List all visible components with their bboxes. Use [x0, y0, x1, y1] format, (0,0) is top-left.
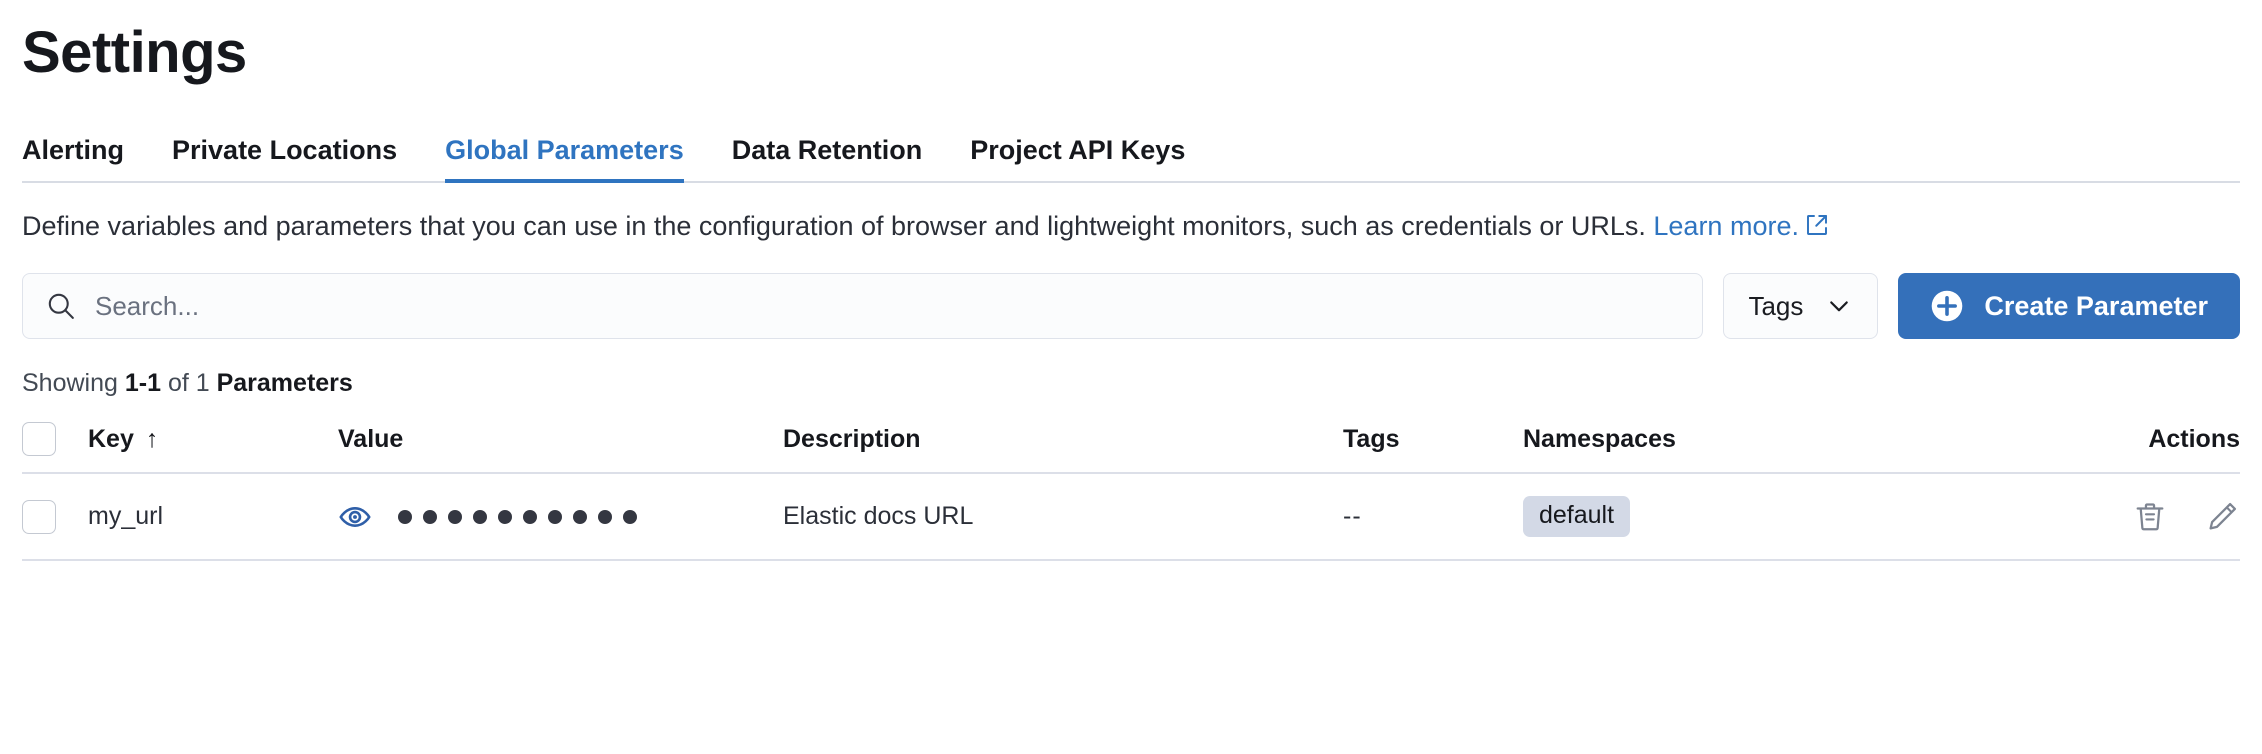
column-select-all: [22, 412, 88, 475]
mask-dot: [398, 509, 412, 524]
mask-dot: [548, 509, 562, 524]
column-actions-label: Actions: [2148, 424, 2240, 453]
showing-prefix: Showing: [22, 369, 125, 398]
mask-dot: [498, 509, 512, 524]
mask-dot: [598, 509, 612, 524]
mask-dot: [423, 509, 437, 524]
row-key-cell: my_url: [88, 473, 338, 562]
mask-dot: [573, 509, 587, 524]
column-tags-label: Tags: [1343, 424, 1400, 453]
page-description: Define variables and parameters that you…: [22, 209, 2240, 246]
mask-dot: [473, 509, 487, 524]
learn-more-link[interactable]: Learn more.: [1653, 211, 1829, 241]
column-description: Description: [783, 412, 1343, 475]
external-link-icon: [1805, 211, 1829, 246]
showing-noun: Parameters: [216, 369, 353, 398]
tab-label: Global Parameters: [445, 134, 684, 165]
column-value: Value: [338, 412, 783, 475]
row-select-cell: [22, 473, 88, 562]
page-title: Settings: [22, 20, 247, 85]
column-value-label: Value: [338, 424, 404, 453]
mask-dot: [448, 509, 462, 524]
tab-data-retention[interactable]: Data Retention: [731, 134, 923, 181]
showing-range: 1-1: [124, 369, 161, 398]
table-header-row: Key ↑ Value Description Tags Namespaces A…: [22, 412, 2240, 475]
column-key[interactable]: Key ↑: [88, 412, 338, 475]
toolbar: Tags Create Parameter: [22, 273, 2240, 340]
column-actions: Actions: [2083, 412, 2240, 475]
tab-project-api-keys[interactable]: Project API Keys: [970, 134, 1186, 181]
table-body: my_url: [22, 473, 2240, 562]
column-description-label: Description: [783, 424, 921, 453]
create-parameter-label: Create Parameter: [1984, 290, 2208, 321]
sort-ascending-icon: ↑: [145, 424, 159, 453]
mask-dot: [623, 509, 637, 524]
create-parameter-button[interactable]: Create Parameter: [1898, 273, 2240, 340]
description-text: Define variables and parameters that you…: [22, 210, 1646, 241]
mask-dot: [523, 509, 537, 524]
column-namespaces-label: Namespaces: [1523, 424, 1676, 453]
column-tags: Tags: [1343, 412, 1523, 475]
tab-private-locations[interactable]: Private Locations: [172, 134, 398, 181]
plus-circle-icon: [1930, 289, 1964, 323]
row-tags-cell: --: [1343, 473, 1523, 562]
table-header: Key ↑ Value Description Tags Namespaces A…: [22, 412, 2240, 475]
select-all-checkbox[interactable]: [22, 422, 56, 457]
trash-icon[interactable]: [2132, 499, 2168, 535]
namespace-badge: default: [1523, 496, 1631, 538]
tab-label: Data Retention: [731, 134, 923, 165]
pencil-icon[interactable]: [2204, 499, 2240, 535]
showing-of: of 1: [161, 369, 217, 398]
table-row: my_url: [22, 473, 2240, 562]
results-summary: Showing 1-1 of 1 Parameters: [22, 369, 2240, 398]
search-box[interactable]: [22, 273, 1704, 340]
tags-filter-button[interactable]: Tags: [1723, 273, 1879, 340]
tab-alerting[interactable]: Alerting: [22, 134, 125, 181]
row-namespaces-cell: default: [1523, 473, 2083, 562]
search-input[interactable]: [95, 290, 1681, 322]
masked-value: [398, 509, 637, 524]
parameters-table: Key ↑ Value Description Tags Namespaces A…: [22, 412, 2240, 562]
eye-icon[interactable]: [338, 500, 372, 534]
tab-label: Private Locations: [172, 134, 398, 165]
settings-tabs: Alerting Private Locations Global Parame…: [22, 125, 2240, 183]
search-icon: [45, 290, 77, 322]
tab-label: Project API Keys: [970, 134, 1186, 165]
learn-more-label: Learn more.: [1653, 210, 1799, 241]
tab-global-parameters[interactable]: Global Parameters: [445, 134, 684, 183]
row-value-cell: [338, 473, 783, 562]
row-description-cell: Elastic docs URL: [783, 473, 1343, 562]
column-namespaces: Namespaces: [1523, 412, 2083, 475]
chevron-down-icon: [1825, 292, 1853, 320]
row-actions-cell: [2083, 473, 2240, 562]
tab-label: Alerting: [22, 134, 125, 165]
tags-filter-label: Tags: [1748, 290, 1804, 321]
column-key-label: Key: [88, 424, 134, 453]
row-checkbox[interactable]: [22, 499, 56, 534]
